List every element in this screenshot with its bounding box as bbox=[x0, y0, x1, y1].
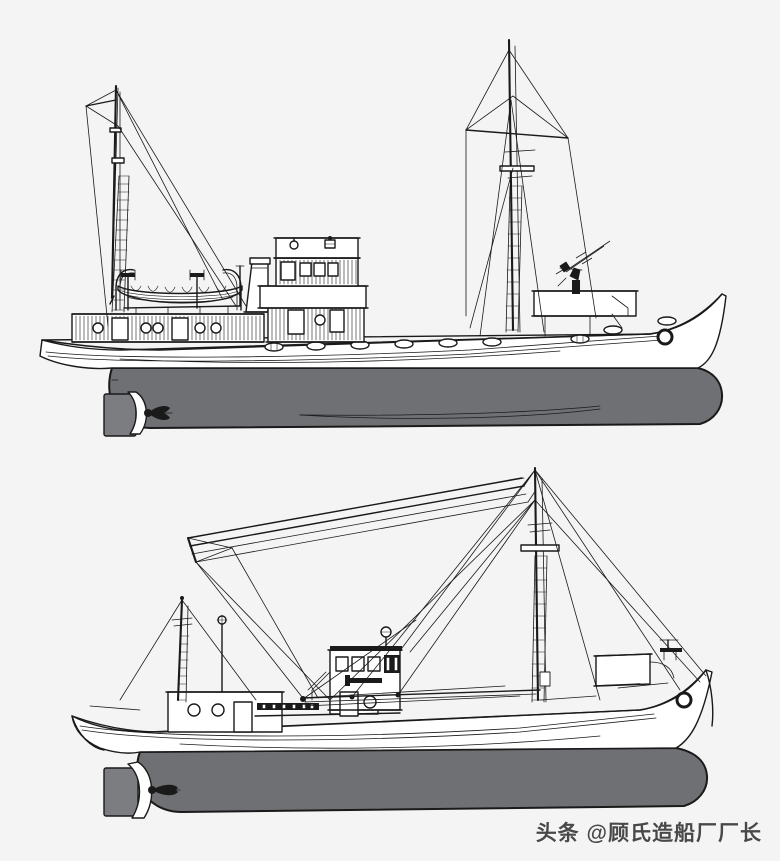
aft-deckhouse-upper bbox=[71, 313, 265, 343]
mast-ladder-mizzen bbox=[177, 635, 190, 701]
rudder-propeller-upper bbox=[103, 391, 173, 437]
mast-mizzen-lower bbox=[119, 596, 257, 703]
wheelhouse-lower bbox=[307, 626, 403, 717]
bridge-upper bbox=[257, 236, 369, 343]
mast-ladder-fore bbox=[505, 185, 523, 333]
ship-upper bbox=[39, 38, 727, 437]
bow-gun-upper bbox=[555, 240, 611, 294]
ship-lower bbox=[71, 466, 714, 819]
watermark-text: 头条 @顾氏造船厂厂长 bbox=[535, 822, 762, 845]
hull-underwater-upper bbox=[108, 367, 724, 429]
freeing-ports-upper bbox=[264, 316, 677, 352]
signal-mast-lower bbox=[216, 614, 228, 693]
rudder-propeller-lower bbox=[103, 761, 181, 819]
boat-deck-fittings-upper bbox=[120, 269, 205, 311]
mast-aft-upper bbox=[85, 84, 247, 327]
hull-underwater-lower bbox=[136, 747, 709, 813]
cargo-boom-lower bbox=[186, 469, 537, 703]
mast-ladder-aft bbox=[111, 175, 130, 313]
hawse-pipe-lower bbox=[675, 691, 693, 709]
boom-rigging-lower bbox=[300, 469, 541, 707]
mast-fore-upper bbox=[465, 38, 597, 337]
deck-rails-lower bbox=[89, 682, 669, 711]
hull-topsides-upper bbox=[39, 293, 727, 370]
hawse-pipe-upper bbox=[656, 328, 674, 346]
lifeboat-upper bbox=[115, 268, 243, 315]
aft-deckhouse-lower bbox=[165, 691, 285, 733]
mast-main-lower bbox=[329, 466, 707, 703]
bow-gun-platform-upper bbox=[531, 290, 639, 337]
